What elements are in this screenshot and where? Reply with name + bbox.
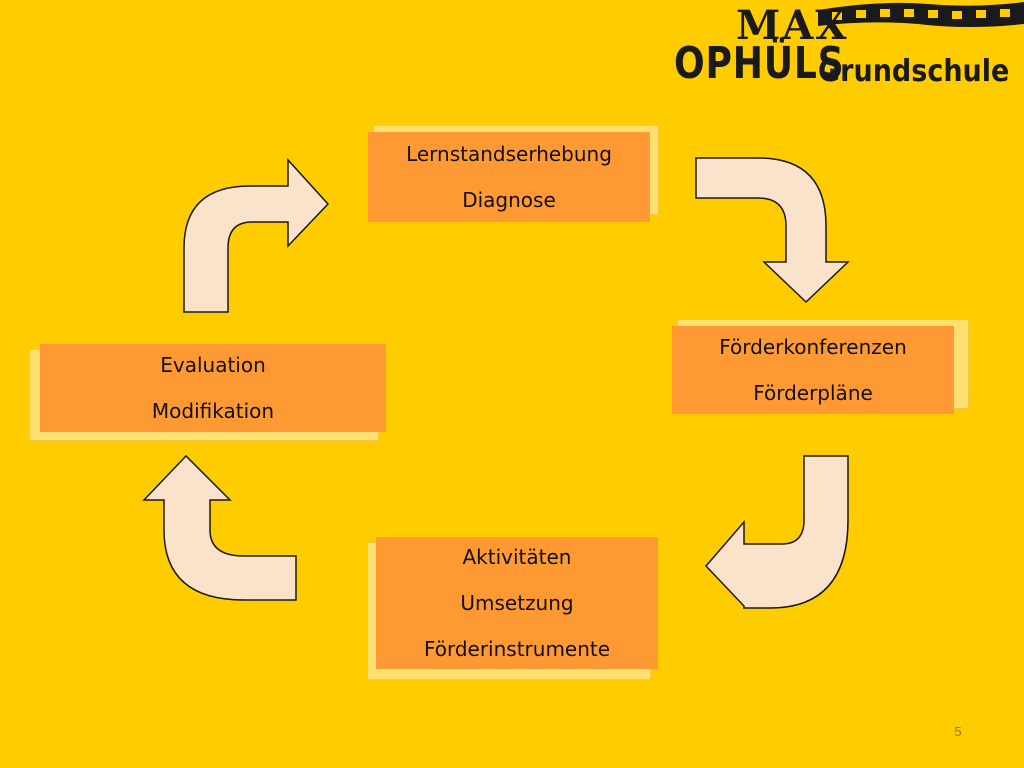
step-box-body: Aktivitäten Umsetzung Förderinstrumente: [376, 537, 658, 669]
page-number: 5: [954, 724, 962, 739]
arrow-foerderplaene-to-aktivitaeten: [704, 455, 849, 609]
arrow-diagnose-to-foerderkonferenzen: [695, 157, 850, 304]
step-label: Förderkonferenzen: [719, 335, 907, 359]
arrow-aktivitaeten-to-evaluation: [142, 454, 297, 601]
logo-ophuls: OPHÜLS: [674, 38, 845, 89]
step-label: Förderinstrumente: [423, 637, 611, 661]
step-label: Modifikation: [151, 399, 275, 423]
step-label: Diagnose: [462, 188, 556, 212]
step-label: Förderpläne: [753, 381, 873, 405]
arrow-evaluation-to-diagnose: [183, 158, 330, 313]
step-label: Evaluation: [160, 353, 266, 377]
logo-max: MAX: [736, 2, 849, 49]
step-box-body: Förderkonferenzen Förderpläne: [672, 326, 954, 414]
logo-grundschule: Grundschule: [818, 54, 1010, 89]
step-box-body: Evaluation Modifikation: [40, 344, 386, 432]
step-box-body: Lernstandserhebung Diagnose: [368, 132, 650, 222]
step-label: Umsetzung: [460, 591, 574, 615]
school-logo: MAX OPHÜLS Grundschule: [668, 0, 1024, 100]
step-label: Lernstandserhebung: [406, 142, 612, 166]
step-label: Aktivitäten: [462, 545, 572, 569]
film-strip-icon: [818, 2, 1024, 27]
